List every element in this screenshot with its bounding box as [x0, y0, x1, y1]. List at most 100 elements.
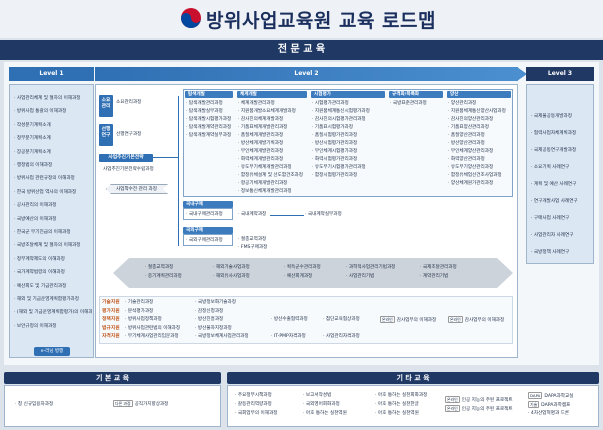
- page-header: 방위사업교육원 교육 로드맵: [0, 0, 603, 38]
- online-badge: 온라인: [448, 316, 463, 323]
- foreign-purchase-box: 국외구매관리과정: [183, 234, 233, 246]
- stage-course-item: 함정유체업선건조사업과정: [448, 172, 512, 179]
- stage-course-item: 화력체계개발관리과정: [238, 156, 308, 163]
- stage-course-item: 탐색개발실무과정: [186, 108, 234, 115]
- stage-course-item: 유도무기양산관리과정: [448, 164, 512, 171]
- stage-course-item: 화력시험평가관리과정: [312, 156, 386, 163]
- level1-course-item: 국방예산의 이해과정: [14, 216, 92, 223]
- level3-course-item: · 구매사업 사례연구: [531, 216, 570, 221]
- foreign-purchase-course: 국외구매관리과정: [186, 237, 223, 244]
- other-course-item: 갈등관리역량과정: [235, 401, 272, 408]
- online-badge: 온라인: [445, 405, 460, 412]
- level1-course-item: 한국 방위산업 역사의 이해과정: [14, 189, 92, 196]
- flow-vertical: [178, 96, 179, 246]
- support-course-item: 방위사업관련법의 이해과정: [125, 325, 193, 332]
- level1-course-item: 공사관리의 이해과정: [14, 202, 92, 209]
- domestic-connector: [270, 215, 304, 216]
- level1-course-item: 방위사업 통괄의 이해과정: [14, 108, 92, 115]
- common-course-item: 과학적사업관리기법과정: [346, 264, 396, 271]
- other-course-item: 아호 통하는 실천회화과정: [375, 392, 427, 399]
- online-badge: 온라인: [445, 396, 460, 403]
- level1-course-item: 정부분기계획소계: [14, 135, 92, 142]
- support-course-item: 방위사업정책과정: [125, 316, 193, 323]
- support-category-label: 법규지원: [102, 325, 120, 331]
- other-course-item: 주요정부시책과정: [235, 392, 272, 399]
- basic-item-2-text: 공직가치향상과정: [134, 402, 169, 407]
- level3-course-item: · 국제물공동개발과정: [531, 114, 572, 119]
- level3-header: Level 3: [526, 67, 594, 81]
- support-category-label: 자격지원: [102, 334, 120, 340]
- level3-course-item: · 국제공동연구개발과정: [531, 148, 577, 153]
- stage-course-item: 방산체계개발기획과정: [238, 140, 308, 147]
- other-course-item: 보고서작성법: [303, 392, 331, 399]
- stage-course-item: 기품표시험평가과정: [312, 124, 386, 131]
- basic-item-1: 청 신규임용자과정: [15, 401, 53, 408]
- level1-course-item: 예산회도 및 기금관리과정: [14, 283, 92, 290]
- common-course-item: 획득군수관리과정: [284, 264, 321, 271]
- requirement-management-course: 소요관리과정: [116, 100, 142, 105]
- level1-course-item: 사업관리체계 및 절차의 이해과정: [14, 95, 92, 102]
- support-course-item: 첨단교육협상과정: [323, 316, 360, 323]
- level1-course-item: 보안규정의 이해과정: [14, 323, 92, 330]
- level1-header: Level 1: [9, 67, 94, 81]
- level1-course-item: 정부계약제도의 이해과정: [14, 256, 92, 263]
- stage-course-item: 지원품개발소요체계개발과정: [238, 108, 308, 115]
- common-course-item: 예산회계과정: [284, 273, 312, 280]
- level3-course-item: · 계획 및 예산 사례연구: [531, 182, 577, 187]
- common-course-item: 중기계획관리과정: [145, 273, 182, 280]
- common-course-item: 절충교역과정: [145, 264, 173, 271]
- stage-course-item: 품질시험평가관리과정: [312, 132, 386, 139]
- common-course-item: 해외유사사업과정: [213, 273, 250, 280]
- tag-preliminary-research: 선행 연구: [99, 124, 113, 146]
- stage-course-item: 항공기체계개발관리과정: [238, 180, 308, 187]
- stage-course-item: 감사진의양산관리과정: [448, 116, 512, 123]
- stage-course-item: 화력양산관리과정: [448, 156, 512, 163]
- stage-course-item: 감사진의체계개발과정: [238, 116, 308, 123]
- level1-course-item: 행정법의 이해과정: [14, 162, 92, 169]
- support-course-item: 사업관리자격과정: [323, 333, 360, 340]
- pre-launch-arrow: 사업착수전 관리 과정: [106, 184, 168, 194]
- level1-course-item: 작성분기계획소개: [14, 122, 92, 129]
- stage-course-item: 품질양산관리과정: [448, 132, 512, 139]
- online-badge: 온라인: [380, 316, 395, 323]
- stage-column-head: 규격화/목록화: [389, 91, 443, 98]
- stage-course-item: 정보통신체계개발관리과정: [238, 188, 308, 195]
- stage-course-item: 양산체계원가관리과정: [448, 180, 512, 187]
- elearning-badge: e-러닝 병행: [34, 347, 70, 356]
- category-badge: 기술: [528, 401, 540, 408]
- stage-column-head: 체계개발: [237, 91, 307, 98]
- support-course-item: 기술관리과정: [125, 299, 193, 306]
- stage-course-item: 탐색개발시험평가과정: [186, 116, 234, 123]
- domestic-purchase-head: 국내구매: [183, 201, 233, 208]
- stage-course-item: 기품표체계개발관리과정: [238, 124, 308, 131]
- level3-course-item: · 협력사업자체계획과정: [531, 131, 577, 136]
- support-course-item: 국방정보화기술과정: [195, 299, 267, 306]
- stage-course-item: 방산양산관리과정: [448, 140, 512, 147]
- stage-column-head: 양산: [447, 91, 511, 98]
- stage-course-item: 무인체계개발관리과정: [238, 148, 308, 155]
- level1-course-item: 장공분기계획소계: [14, 149, 92, 156]
- stage-course-item: 무인체계양산관리과정: [448, 148, 512, 155]
- level2-arrow-icon: [517, 67, 527, 81]
- other-special-item: · 4차산업혁명과 드론: [528, 411, 570, 416]
- common-course-item: 계약관리기법: [420, 273, 448, 280]
- level3-panel: · 국제물공동개발과정· 협력사업자체계획과정· 국제공동연구개발과정· 소요기…: [526, 84, 594, 264]
- other-course-item: 아호 통하는 실천역원: [375, 410, 419, 417]
- level1-course-item: 국가계약법령의 이해과정: [14, 269, 92, 276]
- category-badge: DAPA: [528, 392, 543, 399]
- stage-course-item: 지원품체계통신시험평가과정: [312, 108, 386, 115]
- other-course-item: 국외영어회화과정: [303, 401, 340, 408]
- stage-course-item: 감사진의시험평가관리과정: [312, 116, 386, 123]
- stage-course-item: 품질체계개발관리과정: [238, 132, 308, 139]
- level1-course-item: (해외 및 기금운영계획합평가)의 이해과정: [14, 309, 92, 316]
- domestic-purchase-box: 국내구매관리과정: [183, 208, 233, 220]
- stage-column-head: 시험평가: [311, 91, 385, 98]
- stage-course-item: 양산관리과정: [448, 100, 512, 107]
- level1-course-item: 한국군 무기진급의 이해과정: [14, 229, 92, 236]
- support-course-item: 방산수출협력과정: [271, 316, 308, 323]
- offset-trade-course: 절충교역과정: [238, 236, 266, 243]
- common-course-item: 국제조달관리과정: [420, 264, 457, 271]
